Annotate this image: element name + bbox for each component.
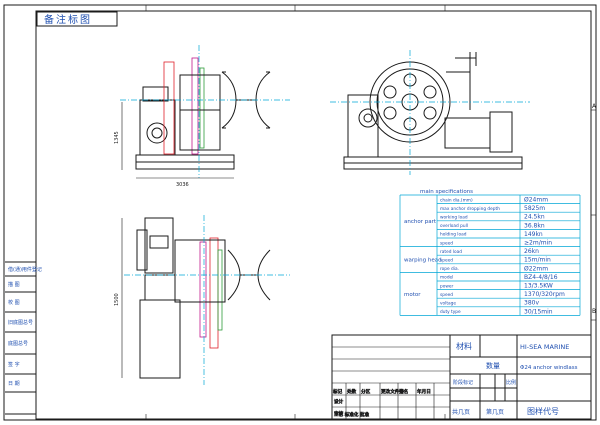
tb-row-label: 分区 (361, 388, 371, 395)
spec-param: rated load (440, 249, 462, 255)
spec-param: max anchor dropping depth (440, 206, 500, 212)
spec-value: 1370/320rpm (524, 291, 565, 298)
tb-row-label: 签名 (399, 388, 408, 395)
spec-group-label: warping head (404, 258, 442, 264)
dim-front-width: 3036 (176, 182, 189, 188)
spec-value: ≥2m/min (524, 240, 552, 247)
spec-value: 15m/min (524, 257, 551, 264)
tb-row-label: 审核 (334, 410, 344, 417)
tb-row-label: 处数 (347, 388, 357, 395)
tb-row-label: 更改文件号 (381, 388, 404, 395)
spec-value: 26kn (524, 248, 539, 255)
side-view (330, 50, 530, 175)
tb-scale: 比例 (506, 379, 516, 386)
tb-weight: 数量 (486, 361, 500, 370)
dim-top-height: 1500 (114, 293, 120, 306)
spec-param: chain dia.(mm) (440, 197, 473, 203)
left-stamp-label: 校 图 (8, 299, 20, 306)
dim-front-height: 1345 (114, 131, 120, 144)
tb-drawing-no-label: 图样代号 (527, 406, 559, 416)
spec-group-label: motor (404, 292, 421, 298)
spec-value: 149kn (524, 231, 543, 238)
spec-value: Ø22mm (524, 265, 548, 272)
spec-param: working load (440, 215, 468, 221)
left-stamp-label: 日 期 (8, 381, 20, 387)
tb-row-label: 工艺 标准化 批准 (334, 411, 369, 418)
stamp-box-top (36, 11, 118, 27)
spec-value: 30/15min (524, 308, 553, 315)
spec-param: holding load (440, 232, 467, 238)
left-stamp-label: 描 图 (8, 281, 20, 288)
specs-table: main specifications chain dia.(mm) Ø24mm ma… (399, 189, 581, 316)
spec-group-label: anchor part (404, 219, 437, 225)
tb-sheets: 共几页 (452, 408, 470, 416)
spec-value: Ø24mm (524, 197, 548, 204)
stamp-top-text: 备注标图 (44, 13, 92, 26)
title-block: 标记处数分区 更改文件号签名 年月日设计审核工艺 标准化 批准 (331, 334, 592, 420)
spec-param: model (440, 275, 453, 281)
zone-ticks (145, 5, 596, 419)
tb-company: HI-SEA MARINE (520, 343, 569, 351)
left-stamp-label: 旧底图总号 (8, 319, 33, 326)
spec-value: 13/3.5KW (524, 283, 553, 290)
spec-value: 24.5kn (524, 214, 545, 221)
tb-row-label: 年月日 (417, 388, 431, 395)
spec-param: power (440, 283, 454, 289)
tb-material: 材料 (456, 341, 472, 351)
tb-row-label: 设计 (334, 398, 344, 405)
left-stamp-label: 底图总号 (8, 340, 28, 347)
left-stamp-label: 签 字 (8, 361, 20, 368)
spec-value: 380v (524, 300, 539, 307)
outer-frame (3, 4, 597, 421)
spec-param: speed (440, 292, 453, 298)
front-view (120, 45, 290, 179)
spec-param: overload pull (440, 223, 468, 229)
spec-param: voltage (440, 301, 456, 307)
tb-sheet: 第几页 (486, 408, 504, 416)
border-letter-a: A (592, 103, 597, 110)
tb-row-label: 标记 (333, 388, 343, 395)
spec-param: speed (440, 258, 453, 264)
top-view (121, 215, 290, 385)
spec-value: BZ4-4/8/16 (524, 274, 558, 281)
border-letter-b: B (592, 308, 596, 315)
specs-header: main specifications (420, 189, 473, 195)
left-stamp-label: 借(通)用件登记 (8, 266, 42, 273)
spec-param: rope dia. (440, 266, 459, 272)
spec-param: duty type (440, 309, 461, 315)
spec-value: 36.8kn (524, 222, 545, 229)
tb-product: Φ24 anchor windlass (520, 365, 578, 371)
spec-value: 5825m (524, 205, 545, 212)
inner-frame (35, 10, 592, 420)
spec-param: speed (440, 240, 453, 246)
tb-stage: 阶段标记 (453, 379, 473, 386)
